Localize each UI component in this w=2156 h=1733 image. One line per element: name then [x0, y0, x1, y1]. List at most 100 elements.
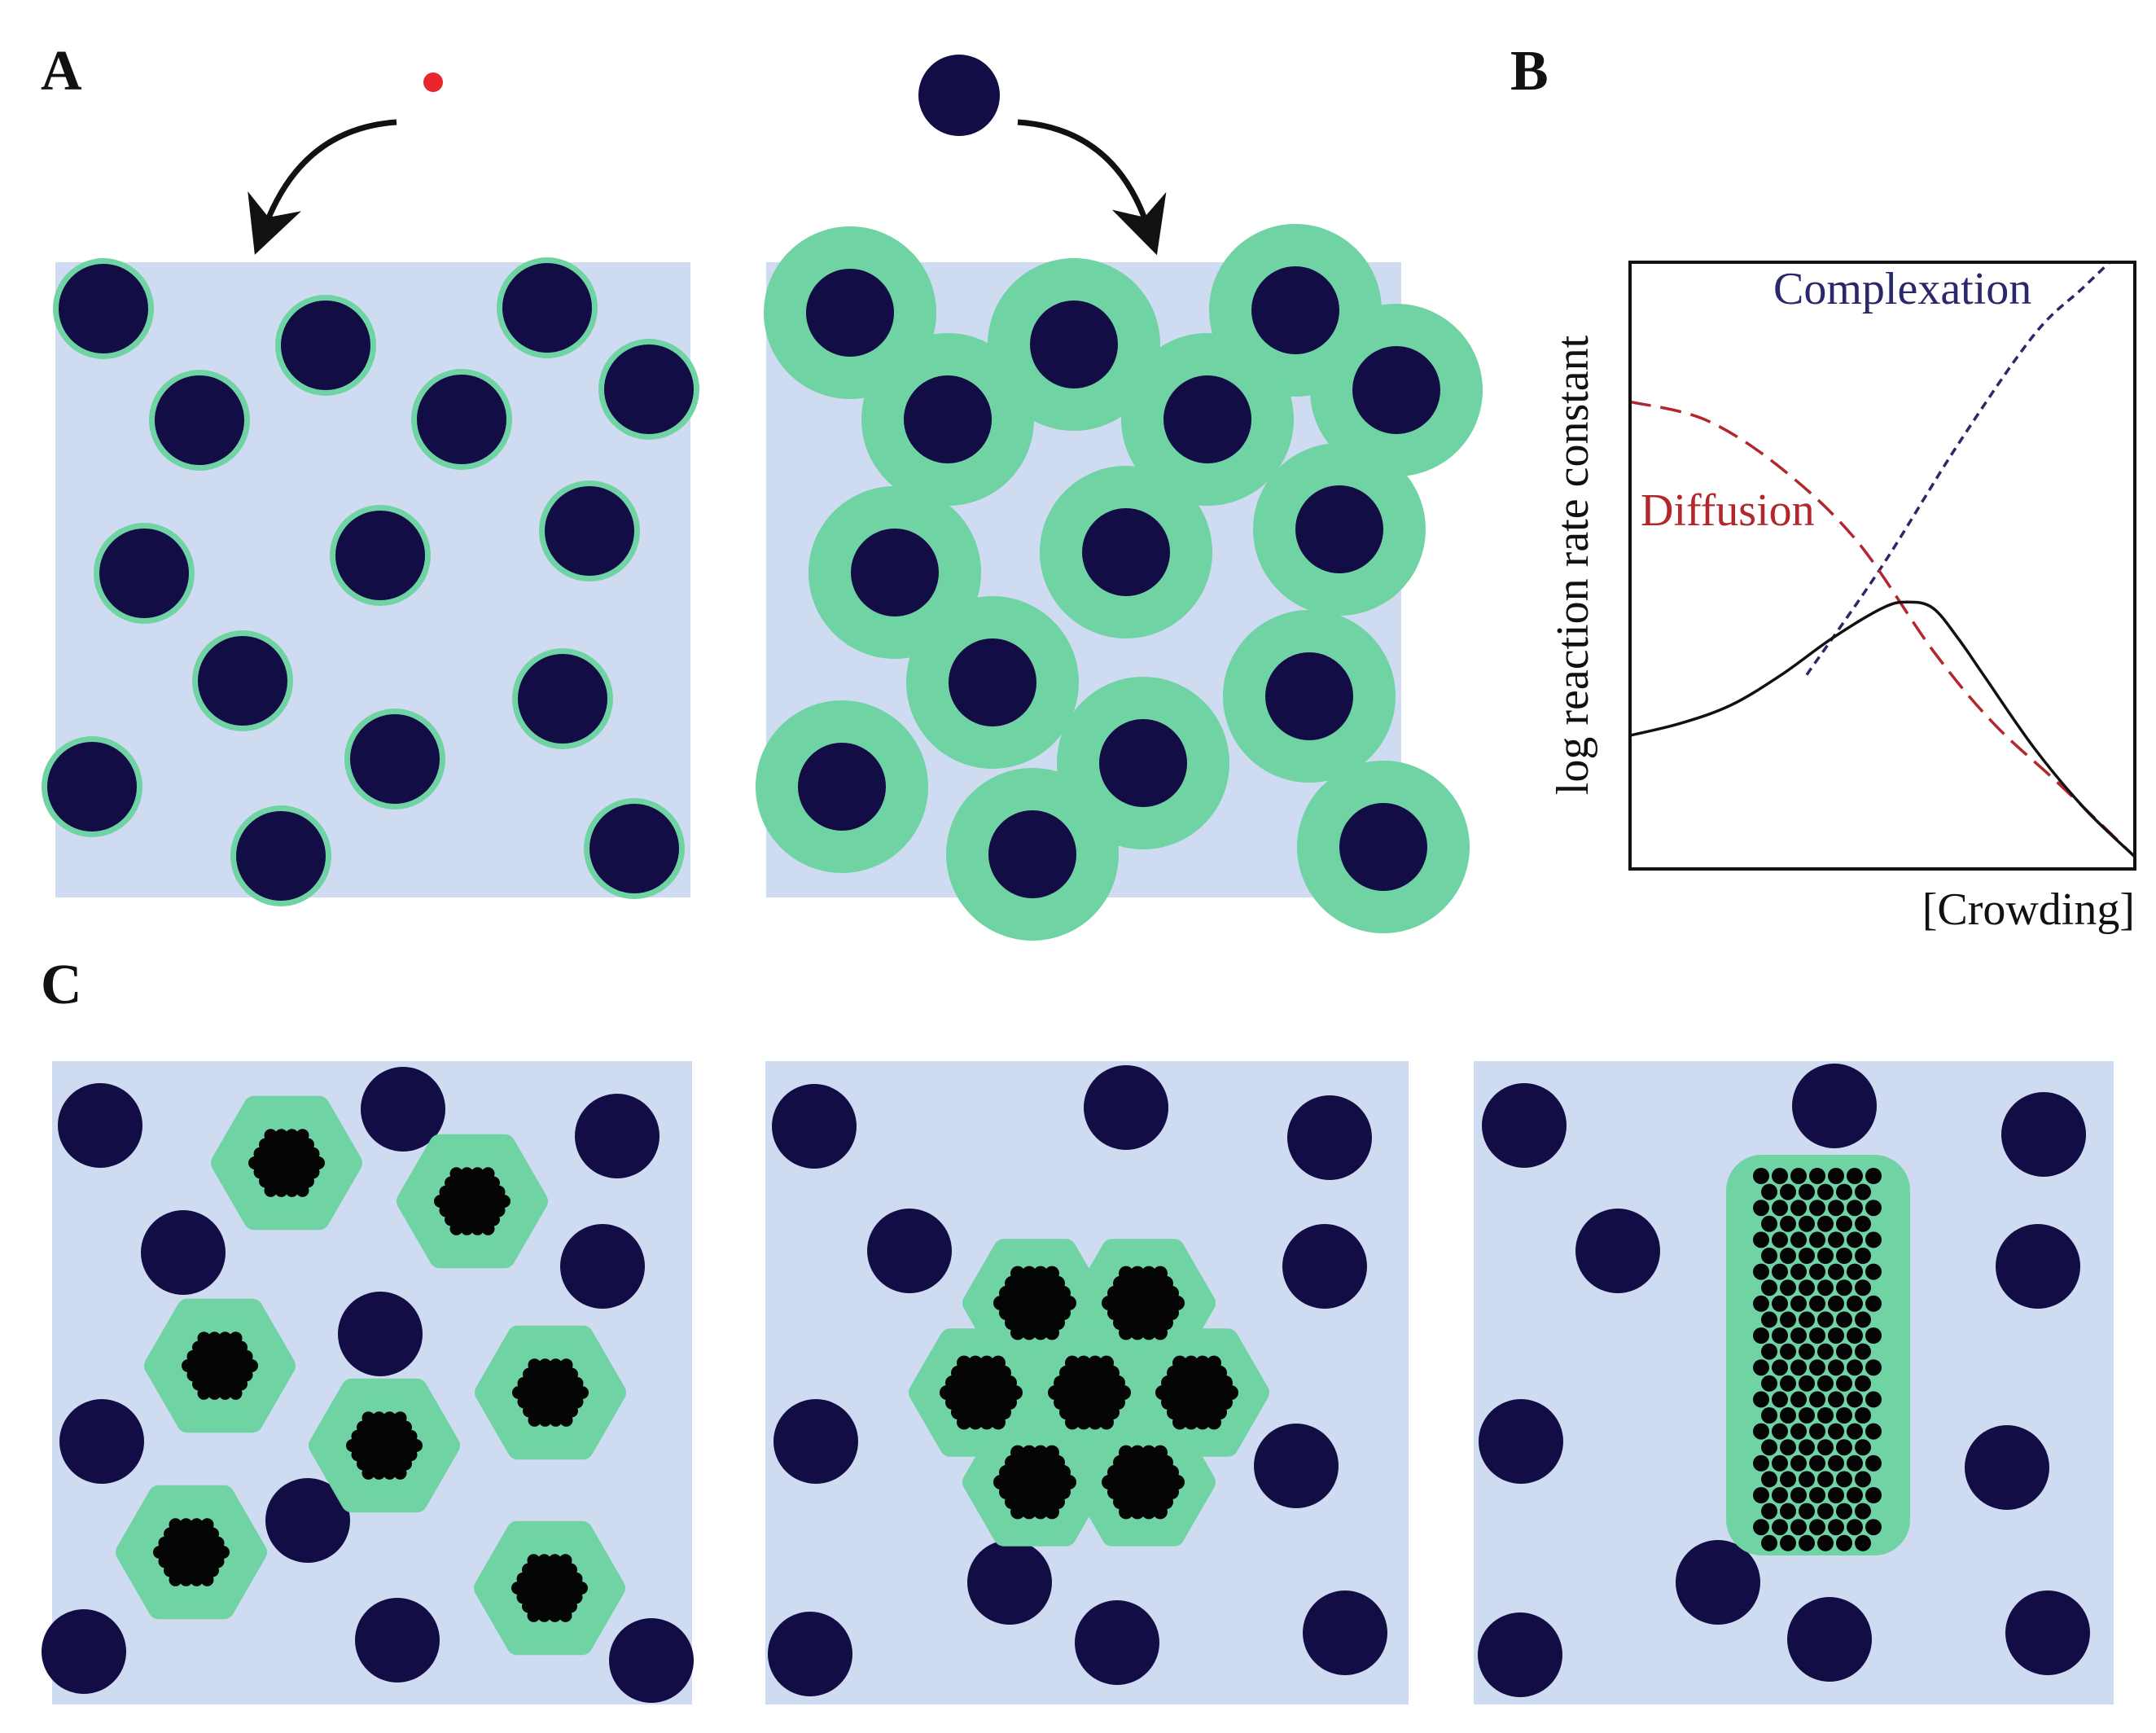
subunit — [1828, 1327, 1844, 1344]
subunit — [1828, 1231, 1844, 1248]
crowder — [1352, 346, 1440, 434]
subunit — [1865, 1454, 1882, 1472]
crowder — [575, 1094, 660, 1178]
crowder — [949, 638, 1036, 726]
subunit — [1799, 1439, 1815, 1456]
subunit — [1865, 1391, 1882, 1408]
subunit — [1753, 1200, 1769, 1217]
subunit — [1761, 1215, 1777, 1232]
subunit — [1855, 1503, 1871, 1520]
subunit-cluster — [248, 1129, 325, 1197]
subunit — [1847, 1327, 1863, 1344]
subunit — [1865, 1263, 1882, 1280]
subunit — [1780, 1503, 1796, 1520]
crowder — [773, 1399, 858, 1484]
subunit — [1780, 1311, 1796, 1328]
subunit — [1772, 1295, 1788, 1312]
subunit — [1817, 1343, 1834, 1360]
subunit — [1780, 1407, 1796, 1424]
subunit — [1836, 1471, 1852, 1488]
subunit — [1847, 1391, 1863, 1408]
subunit — [1799, 1343, 1815, 1360]
subunit — [1828, 1359, 1844, 1376]
subunit-cluster — [182, 1332, 258, 1400]
subunit — [1753, 1168, 1769, 1184]
arrow-small-probe — [248, 119, 397, 255]
subunit — [1809, 1327, 1825, 1344]
subunit — [1809, 1423, 1825, 1440]
subunit — [1855, 1407, 1871, 1424]
crowder — [198, 636, 287, 726]
subunit — [1865, 1200, 1882, 1217]
subunit — [1799, 1215, 1815, 1232]
subunit — [1817, 1279, 1834, 1296]
subunit — [1817, 1183, 1834, 1200]
subunit — [312, 1156, 325, 1169]
subunit — [1809, 1200, 1825, 1217]
crowder — [355, 1598, 440, 1683]
subunit — [1761, 1248, 1777, 1264]
crowder — [141, 1210, 226, 1295]
subunit — [576, 1386, 589, 1399]
subunit — [1772, 1487, 1788, 1503]
subunit — [1790, 1454, 1807, 1472]
crowder — [58, 1083, 142, 1168]
crowder — [988, 810, 1076, 898]
subunit — [1772, 1423, 1788, 1440]
subunit — [1828, 1391, 1844, 1408]
subunit — [1828, 1454, 1844, 1472]
subunit — [1855, 1248, 1871, 1264]
crowder — [768, 1612, 852, 1696]
subunit — [1799, 1248, 1815, 1264]
subunit — [1753, 1423, 1769, 1440]
crowder — [42, 1609, 126, 1694]
crowder — [609, 1618, 694, 1703]
subunit — [1809, 1454, 1825, 1472]
subunit — [1836, 1534, 1852, 1551]
crowder — [1996, 1224, 2080, 1309]
subunit — [1772, 1263, 1788, 1280]
subunit-cluster — [993, 1266, 1076, 1340]
crowder — [772, 1084, 857, 1169]
subunit — [1761, 1279, 1777, 1296]
subunit — [1828, 1519, 1844, 1536]
subunit — [1790, 1168, 1807, 1184]
subunit — [1772, 1454, 1788, 1472]
crowder — [1082, 508, 1170, 596]
subunit — [1836, 1407, 1852, 1424]
crowder — [1099, 719, 1187, 807]
rate-constant-chart: Complexation Diffusion [Crowding] log re… — [1548, 261, 2136, 935]
crowder — [806, 269, 894, 357]
crowder — [518, 654, 607, 744]
subunit-cluster — [512, 1358, 589, 1427]
subunit — [1828, 1295, 1844, 1312]
subunit — [1799, 1183, 1815, 1200]
subunit — [1772, 1168, 1788, 1184]
subunit — [1799, 1375, 1815, 1392]
subunit — [1772, 1359, 1788, 1376]
subunit — [1780, 1248, 1796, 1264]
crowder — [1339, 803, 1427, 891]
chart-frame — [1628, 261, 2136, 871]
subunit — [1753, 1327, 1769, 1344]
subunit-cluster — [153, 1518, 230, 1586]
crowder — [1282, 1224, 1367, 1309]
legend-label-complexation: Complexation — [1773, 264, 2031, 314]
subunit-cluster — [1102, 1266, 1185, 1340]
subunit — [1855, 1471, 1871, 1488]
crowder — [236, 811, 326, 901]
subunit — [1790, 1519, 1807, 1536]
series-observed-line — [1630, 600, 2135, 858]
crowder — [338, 1292, 423, 1376]
subunit — [1817, 1311, 1834, 1328]
subunit — [1855, 1183, 1871, 1200]
subunit — [1809, 1295, 1825, 1312]
subunit — [1847, 1519, 1863, 1536]
subunit — [1865, 1423, 1882, 1440]
subunit — [1799, 1279, 1815, 1296]
subunit-cluster — [1048, 1355, 1131, 1430]
subunit — [1761, 1534, 1777, 1551]
x-axis-label: [Crowding] — [1922, 884, 2135, 935]
subunit — [1062, 1296, 1076, 1310]
subunit — [1753, 1487, 1769, 1503]
